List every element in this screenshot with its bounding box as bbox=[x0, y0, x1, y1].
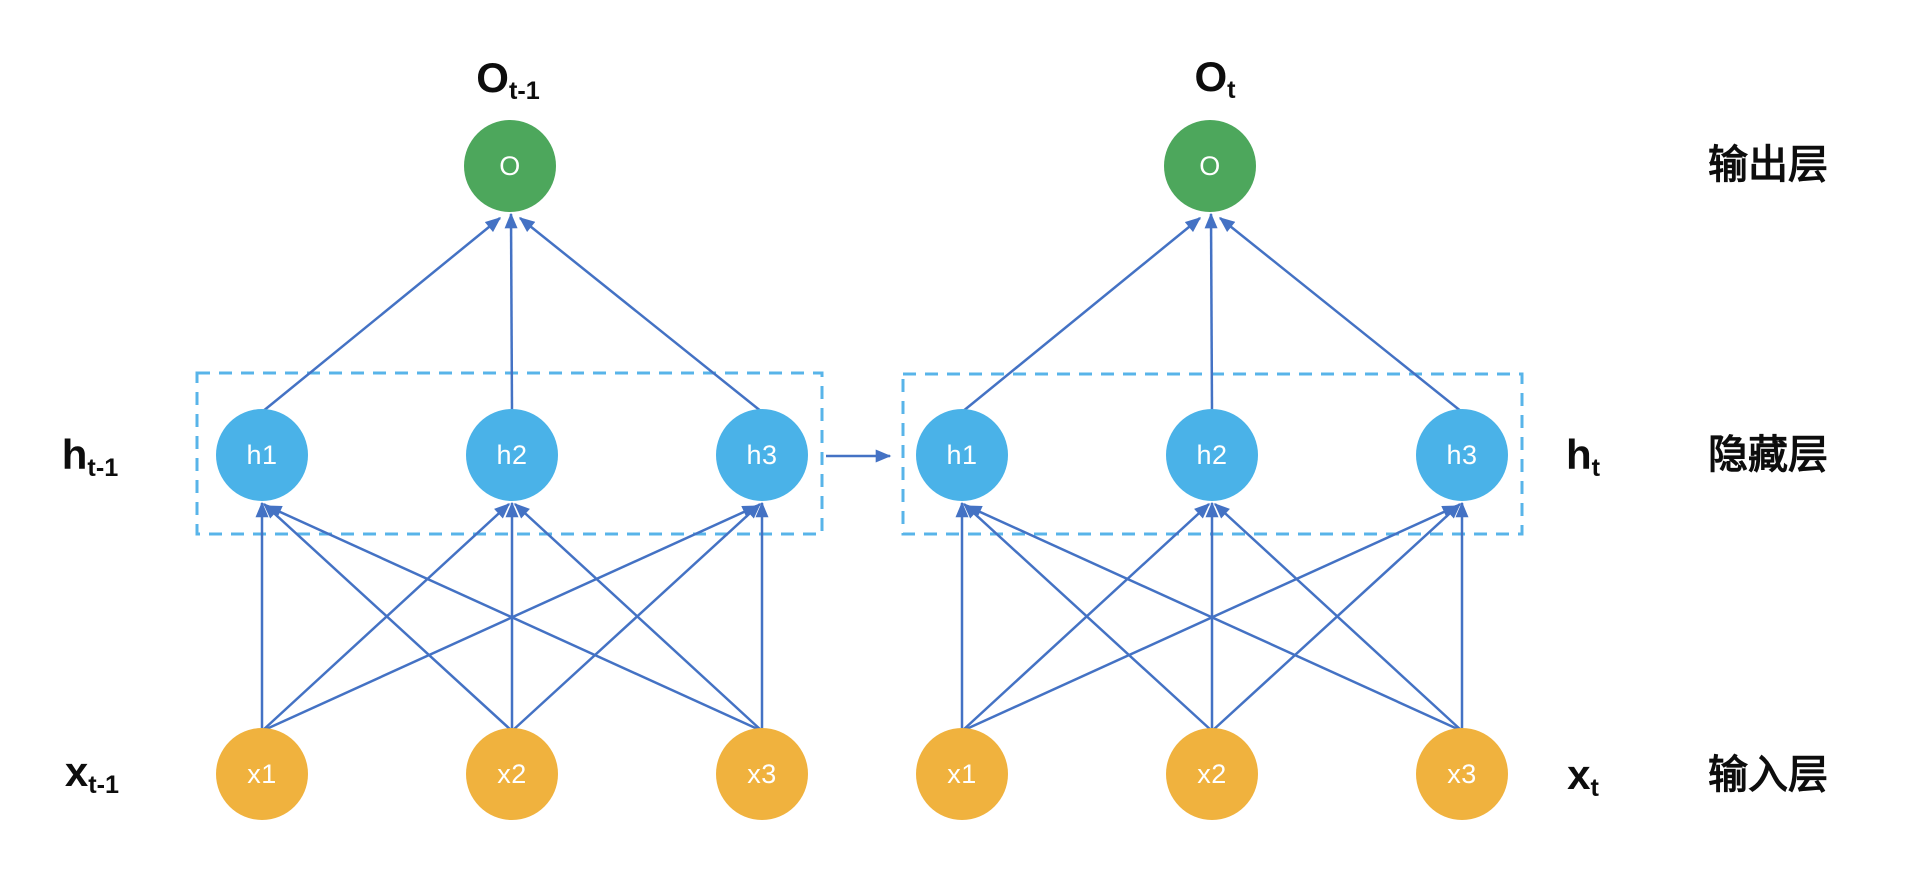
label-main: h bbox=[1565, 431, 1592, 478]
edge-x2-h1 bbox=[963, 503, 1213, 732]
hidden-layer-box-t-1 bbox=[195, 371, 824, 536]
label-main: x bbox=[64, 748, 89, 795]
hidden-node-h3-t: h3 bbox=[1416, 409, 1508, 501]
label-input-t-1: xt-1 bbox=[64, 748, 119, 798]
edge-x2-h1 bbox=[263, 503, 513, 732]
input-node-x1-t: x1 bbox=[916, 728, 1008, 820]
hidden-node-h2-t-1: h2 bbox=[466, 409, 558, 501]
layer-label-hidden: 隐藏层 bbox=[1708, 433, 1828, 477]
edge-x3-h2 bbox=[1214, 503, 1463, 732]
edge-x3-h1 bbox=[965, 504, 1463, 733]
edge-x3-h2 bbox=[514, 503, 763, 732]
edge-x1-h3 bbox=[961, 504, 1459, 733]
edge-x2-h3 bbox=[1211, 503, 1461, 732]
label-output-t: Ot bbox=[1194, 53, 1235, 103]
edge-x1-h2 bbox=[261, 503, 510, 732]
edges-hidden-to-output-t bbox=[961, 212, 1463, 413]
label-subscript: t-1 bbox=[87, 454, 119, 483]
label-subscript: t-1 bbox=[508, 77, 540, 106]
edge-h3-o bbox=[1218, 217, 1463, 413]
label-subscript: t bbox=[1590, 774, 1599, 803]
edges-input-to-hidden-t-1 bbox=[255, 501, 769, 733]
hidden-node-h2-t: h2 bbox=[1166, 409, 1258, 501]
edge-x3-h1 bbox=[265, 504, 763, 733]
output-node-o-t: O bbox=[1164, 120, 1256, 212]
layer-label-output: 输出层 bbox=[1708, 143, 1828, 187]
label-subscript: t bbox=[1227, 76, 1236, 105]
edge-h1-o bbox=[261, 217, 502, 413]
edge-h1-o bbox=[961, 217, 1202, 413]
edge-x1-h3 bbox=[261, 504, 759, 733]
label-output-t-1: Ot-1 bbox=[476, 54, 539, 104]
edge-x2-h3 bbox=[511, 503, 761, 732]
layer-label-input: 输入层 bbox=[1708, 753, 1828, 797]
label-subscript: t bbox=[1591, 454, 1601, 483]
label-main: O bbox=[1194, 53, 1228, 100]
edges-input-to-hidden-t bbox=[955, 501, 1469, 733]
label-hidden-t: ht bbox=[1565, 431, 1600, 481]
edge-x1-h2 bbox=[961, 503, 1210, 732]
hidden-node-h3-t-1: h3 bbox=[716, 409, 808, 501]
label-main: x bbox=[1567, 751, 1591, 798]
input-node-x3-t-1: x3 bbox=[716, 728, 808, 820]
label-input-t: xt bbox=[1567, 751, 1599, 801]
input-node-x1-t-1: x1 bbox=[216, 728, 308, 820]
hidden-node-h1-t: h1 bbox=[916, 409, 1008, 501]
input-node-x2-t-1: x2 bbox=[466, 728, 558, 820]
hidden-node-h1-t-1: h1 bbox=[216, 409, 308, 501]
label-subscript: t-1 bbox=[88, 771, 120, 800]
label-hidden-t-1: ht-1 bbox=[61, 431, 118, 481]
edge-h2-o bbox=[504, 212, 518, 413]
edge-h3-o bbox=[518, 217, 763, 413]
output-node-o-t-1: O bbox=[464, 120, 556, 212]
label-main: O bbox=[476, 54, 509, 101]
edges-hidden-to-output-t-1 bbox=[261, 212, 763, 413]
label-main: h bbox=[61, 431, 88, 478]
input-node-x2-t: x2 bbox=[1166, 728, 1258, 820]
edge-h2-o bbox=[1204, 212, 1218, 413]
input-node-x3-t: x3 bbox=[1416, 728, 1508, 820]
